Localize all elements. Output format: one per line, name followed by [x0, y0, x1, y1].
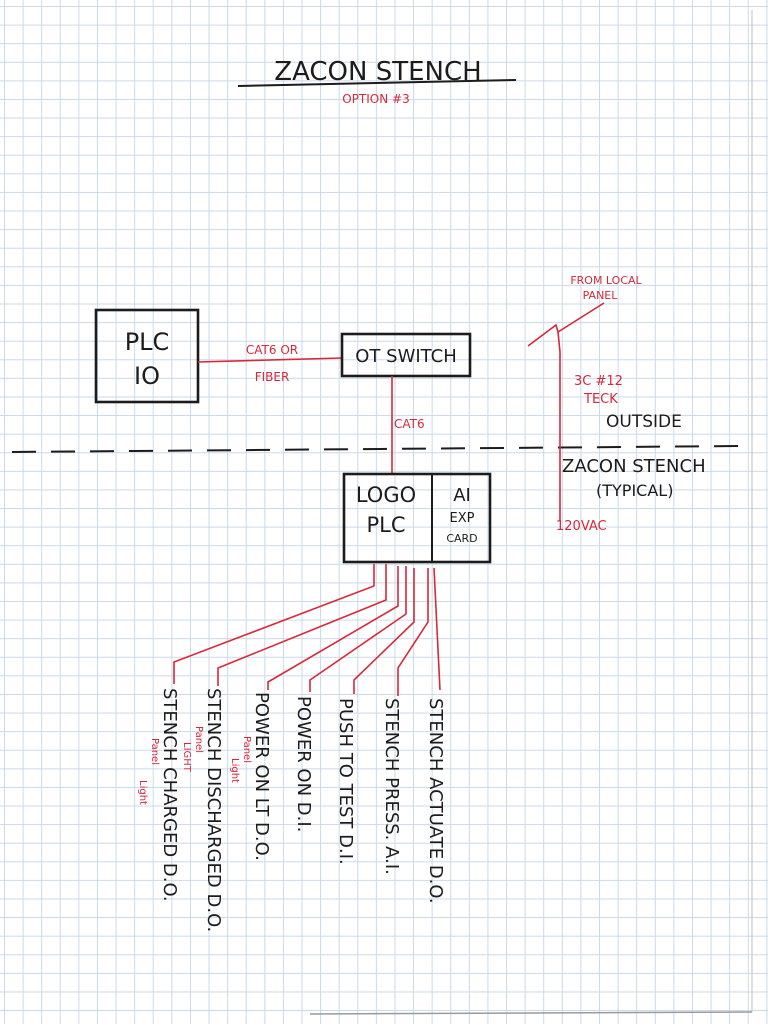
scan-edge-bottom	[309, 1011, 753, 1015]
io-label-2: STENCH DISCHARGED D.O.	[203, 688, 224, 932]
io-label-7: STENCH ACTUATE D.O.	[425, 698, 446, 904]
ot-switch-label: OT SWITCH	[355, 346, 456, 367]
diagram-subtitle: OPTION #3	[342, 92, 409, 106]
io-note-2b: LIGHT	[181, 742, 192, 773]
io-note-3a: Panel	[241, 736, 252, 763]
logo-plc-label-2: PLC	[366, 513, 405, 537]
io-note-3b: Light	[229, 758, 240, 783]
logo-plc-box	[342, 472, 492, 564]
io-label-4: POWER ON D.I.	[293, 696, 314, 832]
plc-io-label-1: PLC	[125, 328, 170, 356]
title-underline	[237, 79, 517, 87]
plc-switch-cable-2: FIBER	[255, 370, 290, 384]
io-wire-2	[217, 564, 387, 686]
building-boundary	[11, 445, 743, 453]
io-wire-5	[353, 568, 415, 694]
ot-switch-box	[340, 332, 472, 378]
io-wire-1	[173, 564, 375, 684]
io-note-1a: Panel	[149, 738, 160, 765]
zone-inside-2: (TYPICAL)	[596, 481, 673, 500]
power-source-1: FROM LOCAL	[570, 274, 642, 287]
io-wire-4	[309, 566, 407, 692]
io-labels: STENCH CHARGED D.O. Panel Light STENCH D…	[137, 688, 446, 932]
ai-exp-label-3: CARD	[446, 532, 477, 545]
io-wire-3	[267, 566, 399, 690]
zone-inside-1: ZACON STENCH	[562, 456, 706, 477]
power-source-2: PANEL	[583, 289, 619, 302]
zone-outside: OUTSIDE	[606, 412, 682, 432]
plc-switch-link	[197, 357, 343, 363]
logo-plc-label-1: LOGO	[356, 483, 416, 507]
io-label-1: STENCH CHARGED D.O.	[159, 688, 180, 902]
power-feed-arrow	[527, 302, 605, 347]
plc-io-box	[94, 308, 200, 404]
power-cable	[557, 331, 561, 520]
power-voltage: 120VAC	[556, 519, 607, 534]
io-label-5: PUSH TO TEST D.I.	[335, 698, 356, 865]
ai-exp-label-1: AI	[453, 485, 471, 506]
switch-logo-cable: CAT6	[394, 417, 425, 431]
io-wire-6	[397, 568, 429, 696]
io-note-2a: Panel	[193, 726, 204, 753]
plc-switch-cable-1: CAT6 OR	[246, 343, 298, 357]
power-cable-size: 3C #12	[574, 374, 623, 389]
power-cable-type: TECK	[583, 392, 618, 407]
io-label-6: STENCH PRESS. A.I.	[381, 698, 402, 875]
ai-exp-label-2: EXP	[450, 511, 475, 526]
io-wire-7	[433, 567, 441, 691]
plc-io-label-2: IO	[134, 362, 160, 390]
io-wires	[173, 564, 441, 696]
io-label-3: POWER ON LT D.O.	[251, 692, 272, 861]
io-note-1b: Light	[137, 780, 148, 805]
